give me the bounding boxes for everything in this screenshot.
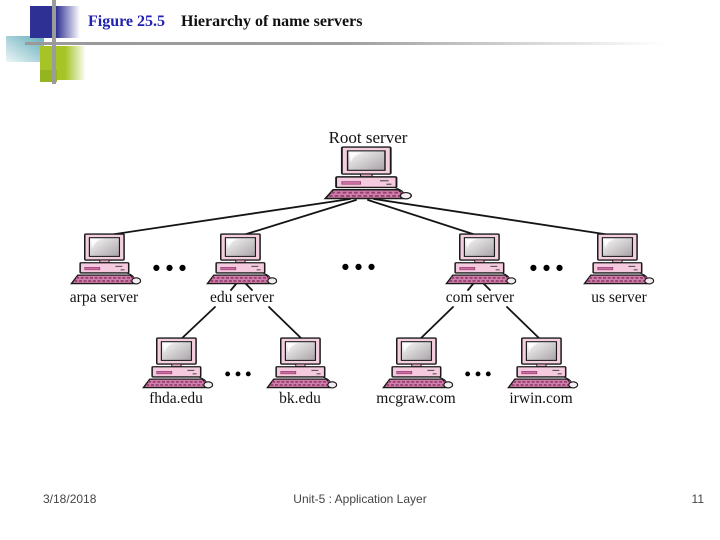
- ellipsis: •••: [341, 254, 381, 280]
- figure-number: Figure 25.5: [88, 13, 166, 30]
- footer-page-number: 11: [691, 492, 704, 506]
- slide-title: Figure 25.5 Hierarchy of name servers: [88, 13, 362, 31]
- label-fhda-edu: fhda.edu: [149, 390, 203, 407]
- ellipsis: •••: [529, 255, 569, 281]
- footer-date: 3/18/2018: [43, 492, 97, 506]
- label-root-server: Root server: [328, 128, 408, 147]
- ellipsis: •••: [152, 255, 192, 281]
- computer-icon-fhda: [142, 337, 214, 389]
- label-mcgraw-com: mcgraw.com: [376, 390, 456, 407]
- computer-icon-root: [324, 146, 413, 200]
- computer-icon-mcgraw: [382, 337, 454, 389]
- computer-icon-us: [583, 233, 655, 285]
- ellipsis: •••: [464, 364, 496, 384]
- footer-unit-title: Unit-5 : Application Layer: [293, 492, 427, 506]
- computer-icon-arpa: [70, 233, 142, 285]
- label-arpa-server: arpa server: [69, 289, 139, 306]
- computer-icon-bk: [266, 337, 338, 389]
- logo-vertical-line: [52, 0, 56, 84]
- computer-icon-edu: [206, 233, 278, 285]
- header-rule-line: [25, 42, 665, 45]
- computer-icon-irwin: [507, 337, 579, 389]
- label-us-server: us server: [591, 289, 647, 306]
- label-com-server: com server: [445, 289, 515, 306]
- label-bk-edu: bk.edu: [279, 390, 321, 407]
- logo-teal-square: [6, 36, 44, 62]
- label-irwin-com: irwin.com: [509, 390, 573, 407]
- computer-icon-com: [445, 233, 517, 285]
- label-edu-server: edu server: [209, 289, 275, 306]
- page-title: Hierarchy of name servers: [181, 13, 363, 30]
- ellipsis: •••: [224, 364, 256, 384]
